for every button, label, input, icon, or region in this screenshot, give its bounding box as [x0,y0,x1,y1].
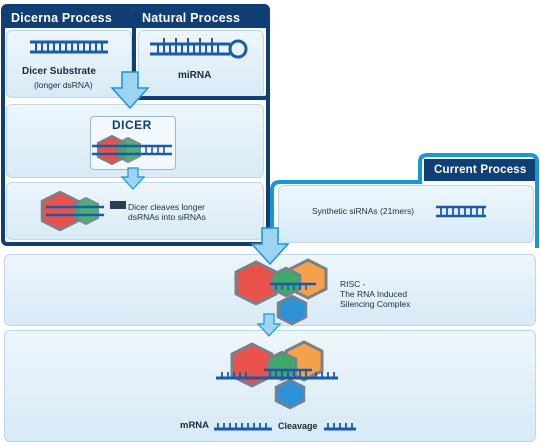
mrna-fragment-right-icon [324,423,356,431]
cleavage-label: Cleavage [278,421,318,431]
arrow-down-small-icon [120,167,146,190]
mrna-label: mRNA [180,420,210,431]
mirna-hairpin-icon [150,38,248,59]
arrow-down-cleavage-icon [256,313,282,337]
dicer-cleaves-line2: dsRNAs into siRNAs [128,212,206,222]
risc-label-line2: The RNA Induced [340,289,408,299]
natural-process-header: Natural Process [136,8,266,28]
mirna-label: miRNA [178,70,212,81]
current-process-header: Current Process [434,164,527,176]
dicer-label: DICER [112,118,152,132]
dicer-cleaves-line1: Dicer cleaves longer [128,202,206,212]
panel-cleavage [4,330,536,442]
risc-label-line1: RISC - [340,279,366,289]
sirna-complex-icon [40,190,104,232]
arrow-down-risc-icon [250,227,290,266]
mrna-fragment-left-icon [214,423,272,431]
dicer-substrate-dsrna-icon [30,40,108,54]
dicer-complex-icon [92,134,172,166]
risc-label-line3: Silencing Complex [340,299,411,309]
dicerna-process-header: Dicerna Process [5,8,132,28]
panel-synthetic [278,185,534,243]
risc-complex-icon [234,258,328,326]
natural-process-frame [132,4,270,100]
synthetic-sirna-icon [436,205,486,218]
dicer-substrate-label: Dicer Substrate [22,66,96,77]
synthetic-sirnas-label: Synthetic siRNAs (21mers) [312,206,415,216]
arrow-down-icon [110,71,150,110]
risc-mrna-binding-icon [216,340,338,410]
dsrna-small-icon [110,201,126,209]
longer-dsrna-label: (longer dsRNA) [34,80,93,90]
